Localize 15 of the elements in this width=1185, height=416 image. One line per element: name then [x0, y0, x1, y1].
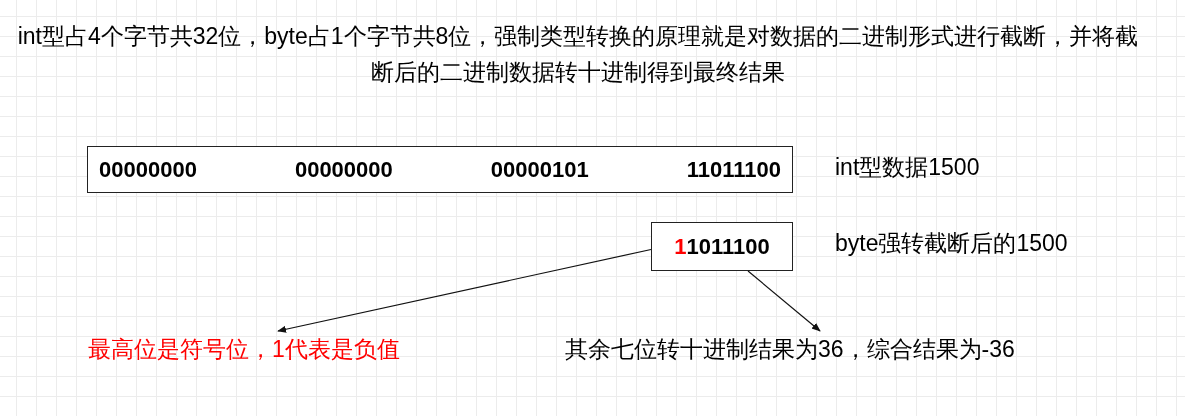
binary-digits: 1011100: [686, 233, 770, 260]
arrow: [747, 270, 821, 332]
sign-bit: 1: [674, 233, 687, 260]
binary-box: [651, 222, 793, 271]
binary-box: [87, 146, 793, 193]
binary-digits: 11011100: [686, 156, 781, 183]
annotation-text: 其余七位转十进制结果为36，综合结果为-36: [565, 334, 1015, 365]
arrow: [277, 248, 652, 333]
heading-text: int型占4个字节共32位，byte占1个字节共8位，强制类型转换的原理就是对数据的二进制形式进行截断，并将截断后的二进制数据转十进制得到最终结果: [16, 22, 1140, 87]
annotation-text: 最高位是符号位，1代表是负值: [88, 334, 400, 365]
binary-digits: 00000000: [294, 156, 393, 183]
value-caption: int型数据1500: [835, 153, 980, 182]
value-caption: byte强转截断后的1500: [835, 229, 1068, 258]
binary-digits: 00000000: [99, 156, 197, 183]
binary-digits: 00000101: [490, 156, 589, 183]
